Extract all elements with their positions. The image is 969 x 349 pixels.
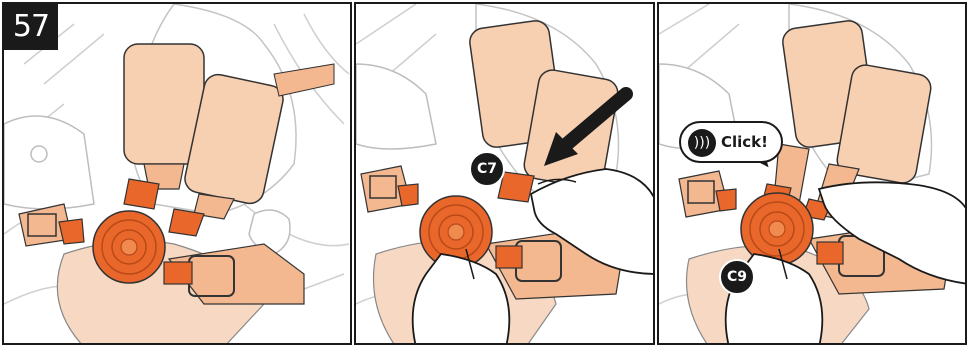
panel-step-3: ))) Click! C9	[657, 2, 967, 345]
callout-c7: C7	[469, 151, 505, 187]
panel-3-illustration	[659, 4, 967, 345]
panel-step-1: 57	[2, 2, 352, 345]
callout-c9: C9	[719, 259, 755, 295]
baby-arm	[4, 116, 94, 209]
buckle-tongue-left	[124, 179, 159, 209]
sound-waves-icon: )))	[688, 129, 716, 157]
buckle-tongue-right	[169, 209, 204, 236]
step-number-badge: 57	[4, 4, 58, 50]
panel-1-illustration	[4, 4, 352, 345]
central-buckle	[93, 211, 165, 283]
panel-2-illustration	[356, 4, 655, 345]
panel-step-2: C7	[354, 2, 655, 345]
lap-clip-left	[19, 204, 84, 246]
click-sound-bubble: ))) Click!	[679, 121, 783, 163]
click-label: Click!	[721, 123, 768, 161]
